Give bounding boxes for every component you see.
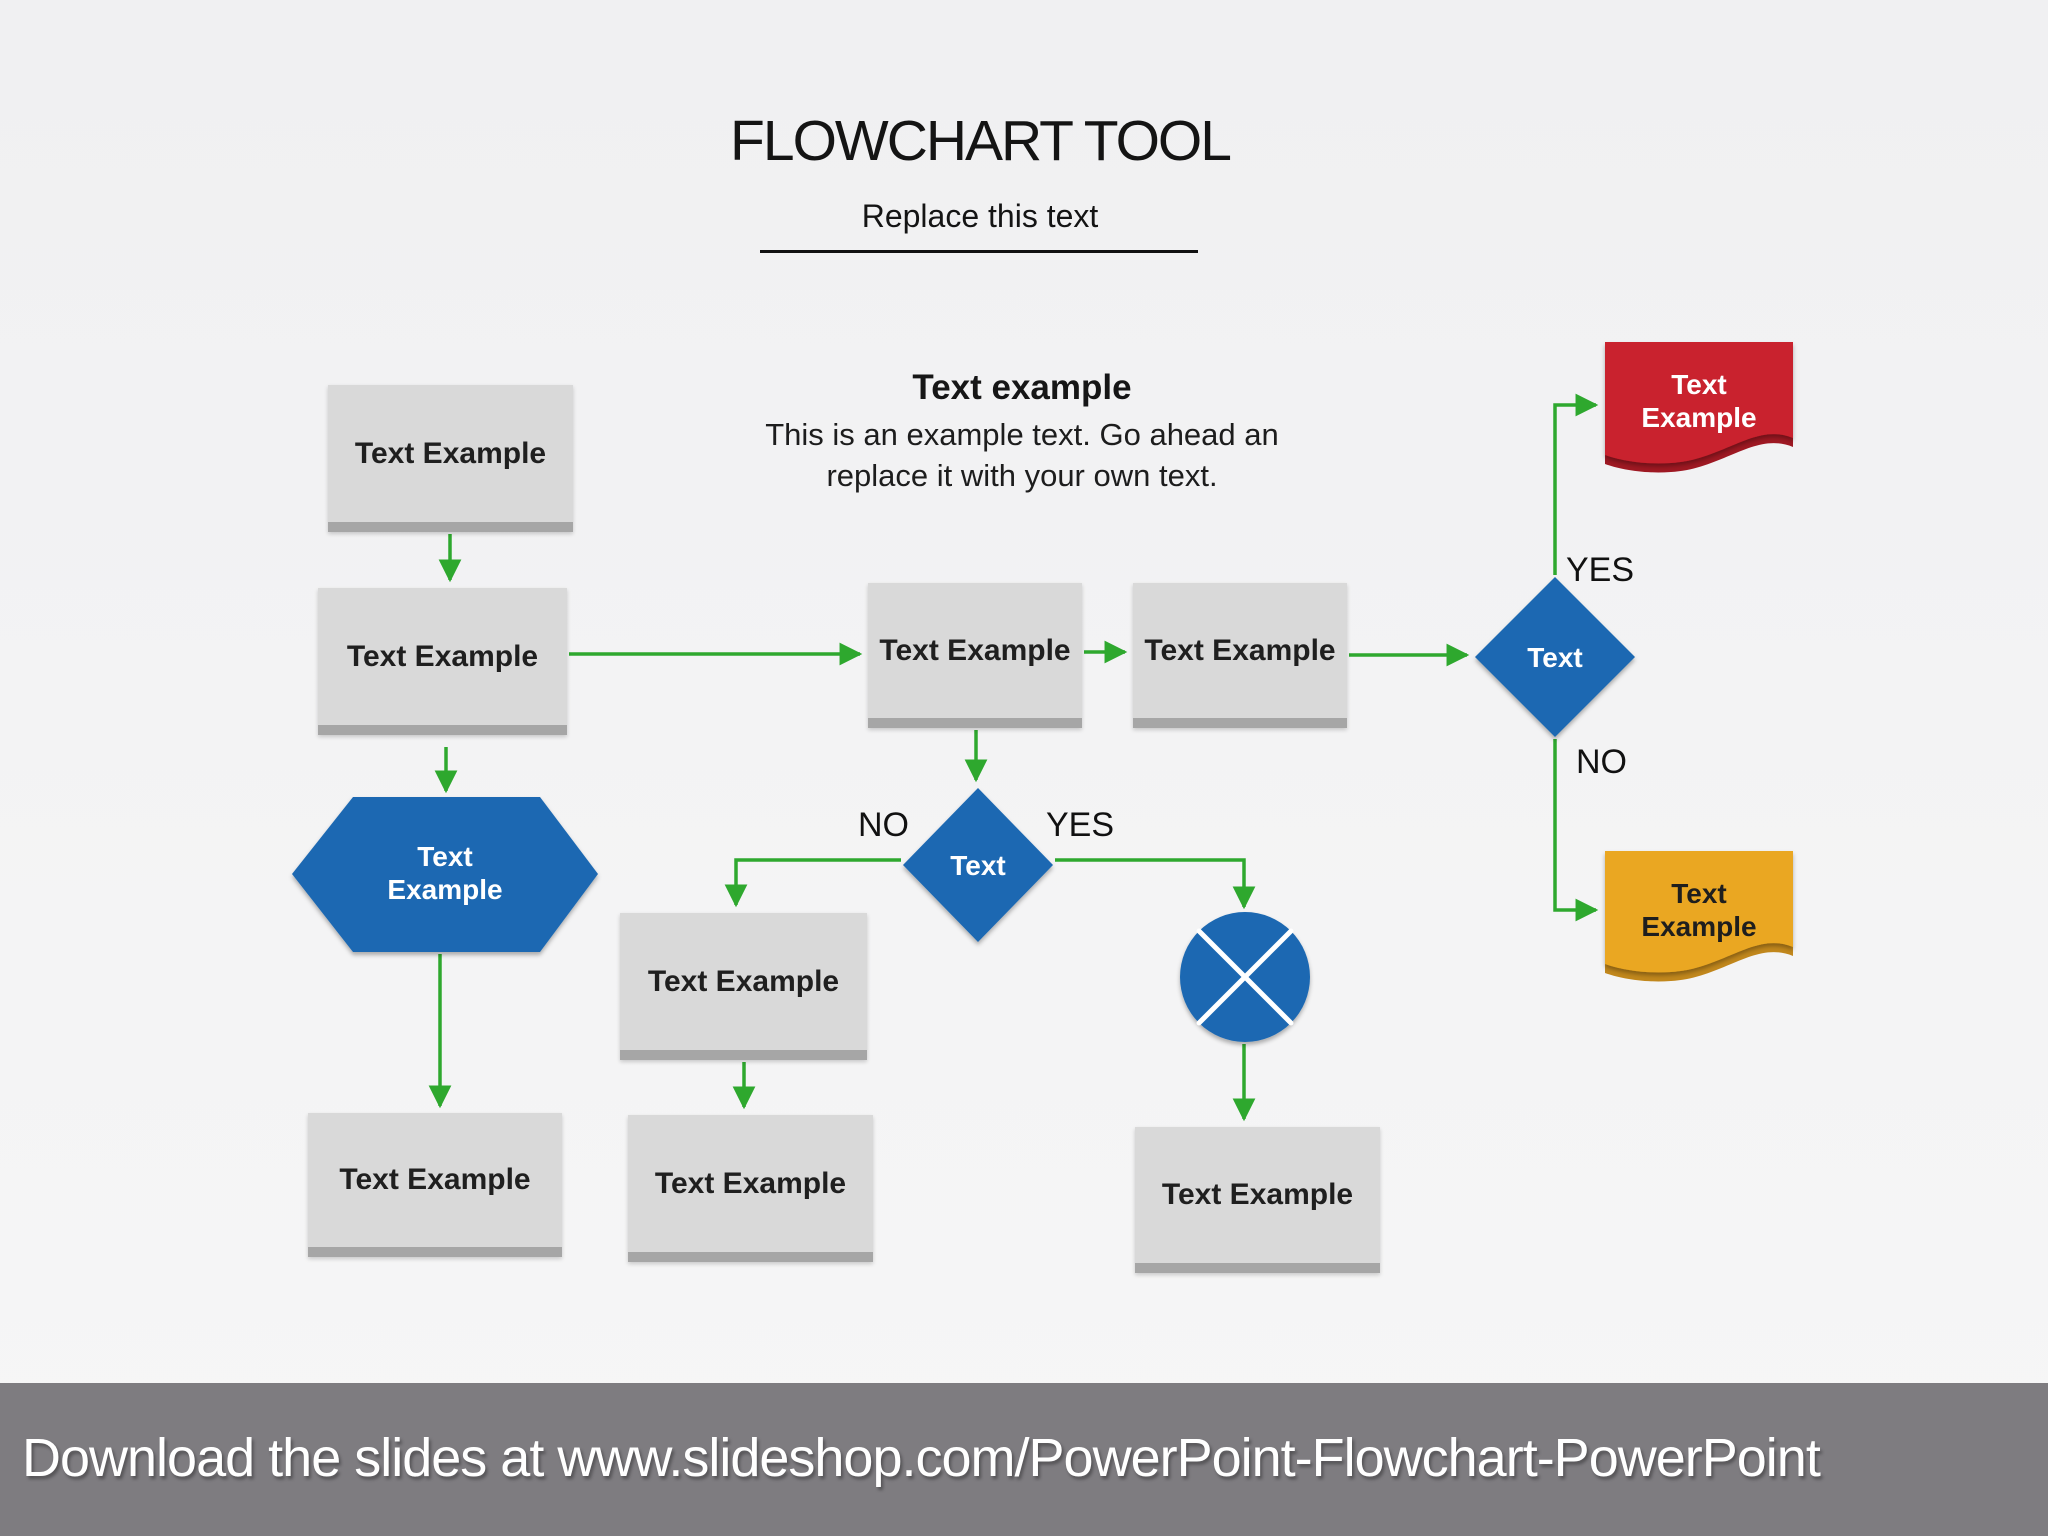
ribbon-yellow-label: Text Example — [1641, 878, 1757, 942]
hexagon-shape — [292, 797, 598, 952]
intro-body-line1: This is an example text. Go ahead an — [765, 417, 1279, 452]
process-box-bottom-left: Text Example — [308, 1113, 562, 1257]
process-box-label: Text Example — [879, 633, 1071, 667]
process-box-no-branch-2: Text Example — [628, 1115, 873, 1262]
process-box-label: Text Example — [1144, 633, 1336, 667]
ribbon-red-body — [1605, 342, 1793, 464]
process-box-label: Text Example — [354, 436, 547, 470]
footer-text: Download the slides at www.slideshop.com… — [22, 1428, 1821, 1488]
summing-junction-circle — [1180, 912, 1310, 1042]
diamond-center-label: Text — [950, 850, 1006, 881]
ribbon-yellow-body — [1605, 851, 1793, 973]
footer-bar: Download the slides at www.slideshop.com… — [0, 1383, 2048, 1536]
intro-body-line2: replace it with your own text. — [826, 458, 1218, 493]
ribbon-red-shape — [1605, 342, 1793, 473]
connector-center-no-branch — [724, 858, 901, 908]
process-box-below-circle: Text Example — [1135, 1127, 1380, 1273]
ribbon-yellow-shape — [1605, 851, 1793, 982]
connector-right-yes-branch — [1553, 393, 1599, 575]
branch-label-yes-center: YES — [1046, 806, 1115, 844]
connector-right-no-branch — [1553, 739, 1599, 922]
process-box-no-branch: Text Example — [620, 913, 867, 1060]
ribbon-red-label: Text Example — [1641, 369, 1757, 433]
process-box-label: Text Example — [654, 1166, 847, 1200]
branch-label-no-center: NO — [858, 806, 909, 844]
branch-label-no-right: NO — [1576, 743, 1627, 781]
process-box-label: Text Example — [647, 964, 840, 998]
process-box-label: Text Example — [339, 1163, 531, 1196]
process-box-mid-1: Text Example — [868, 583, 1082, 728]
connector-center-yes-branch — [1055, 858, 1256, 910]
subtitle-underline — [760, 250, 1198, 253]
decision-diamond-center — [903, 788, 1053, 942]
process-box-label: Text Example — [346, 639, 539, 673]
hexagon-label: Text Example — [387, 841, 503, 905]
intro-heading: Text example — [912, 368, 1132, 407]
page-subtitle: Replace this text — [861, 198, 1099, 234]
intro-body: This is an example text. Go ahead an rep… — [672, 414, 1372, 496]
process-box-left-2: Text Example — [318, 588, 567, 735]
branch-label-yes-right: YES — [1566, 551, 1635, 589]
process-box-top-left: Text Example — [328, 385, 573, 532]
process-box-label: Text Example — [1161, 1178, 1354, 1211]
diamond-right-label: Text — [1527, 642, 1583, 673]
process-box-mid-2: Text Example — [1133, 583, 1347, 728]
decision-diamond-right — [1475, 577, 1635, 737]
junction-x-line-2 — [1196, 928, 1294, 1026]
page-title: FLOWCHART TOOL — [730, 109, 1232, 173]
